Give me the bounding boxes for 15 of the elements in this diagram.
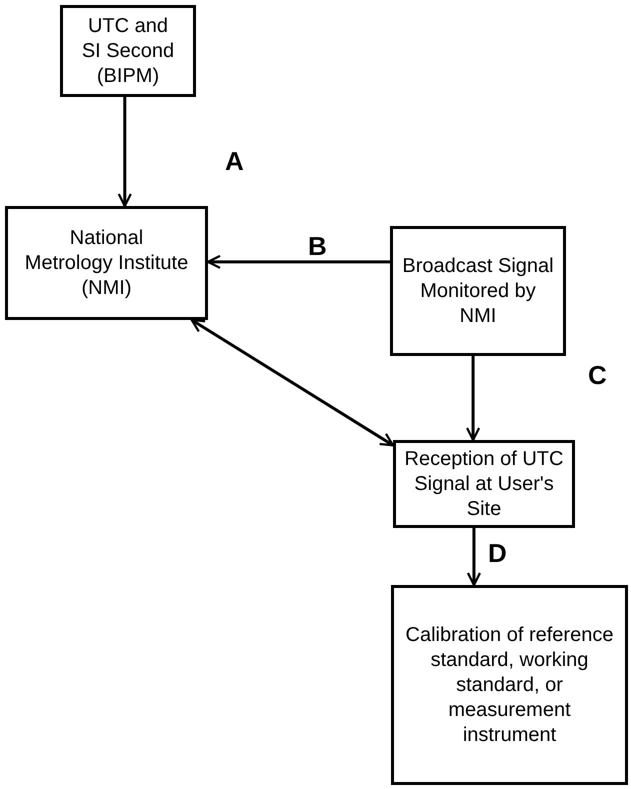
node-text: Broadcast Signal Monitored by NMI	[401, 254, 555, 328]
node-text: National Metrology Institute (NMI)	[24, 226, 189, 300]
node-text: UTC and SI Second (BIPM)	[80, 14, 176, 88]
node-text: Reception of UTC Signal at User's Site	[404, 446, 564, 522]
arrow	[466, 356, 480, 442]
arrow	[206, 254, 390, 269]
double-arrow	[190, 318, 394, 447]
process-box	[60, 5, 196, 97]
process-box	[390, 226, 566, 356]
process-box	[5, 206, 208, 320]
arrow	[466, 528, 482, 586]
node-text: Calibration of reference standard, working standard, or measurement instrument	[404, 622, 614, 748]
process-box	[391, 585, 628, 785]
process-box	[393, 440, 575, 528]
arrow	[118, 97, 132, 208]
